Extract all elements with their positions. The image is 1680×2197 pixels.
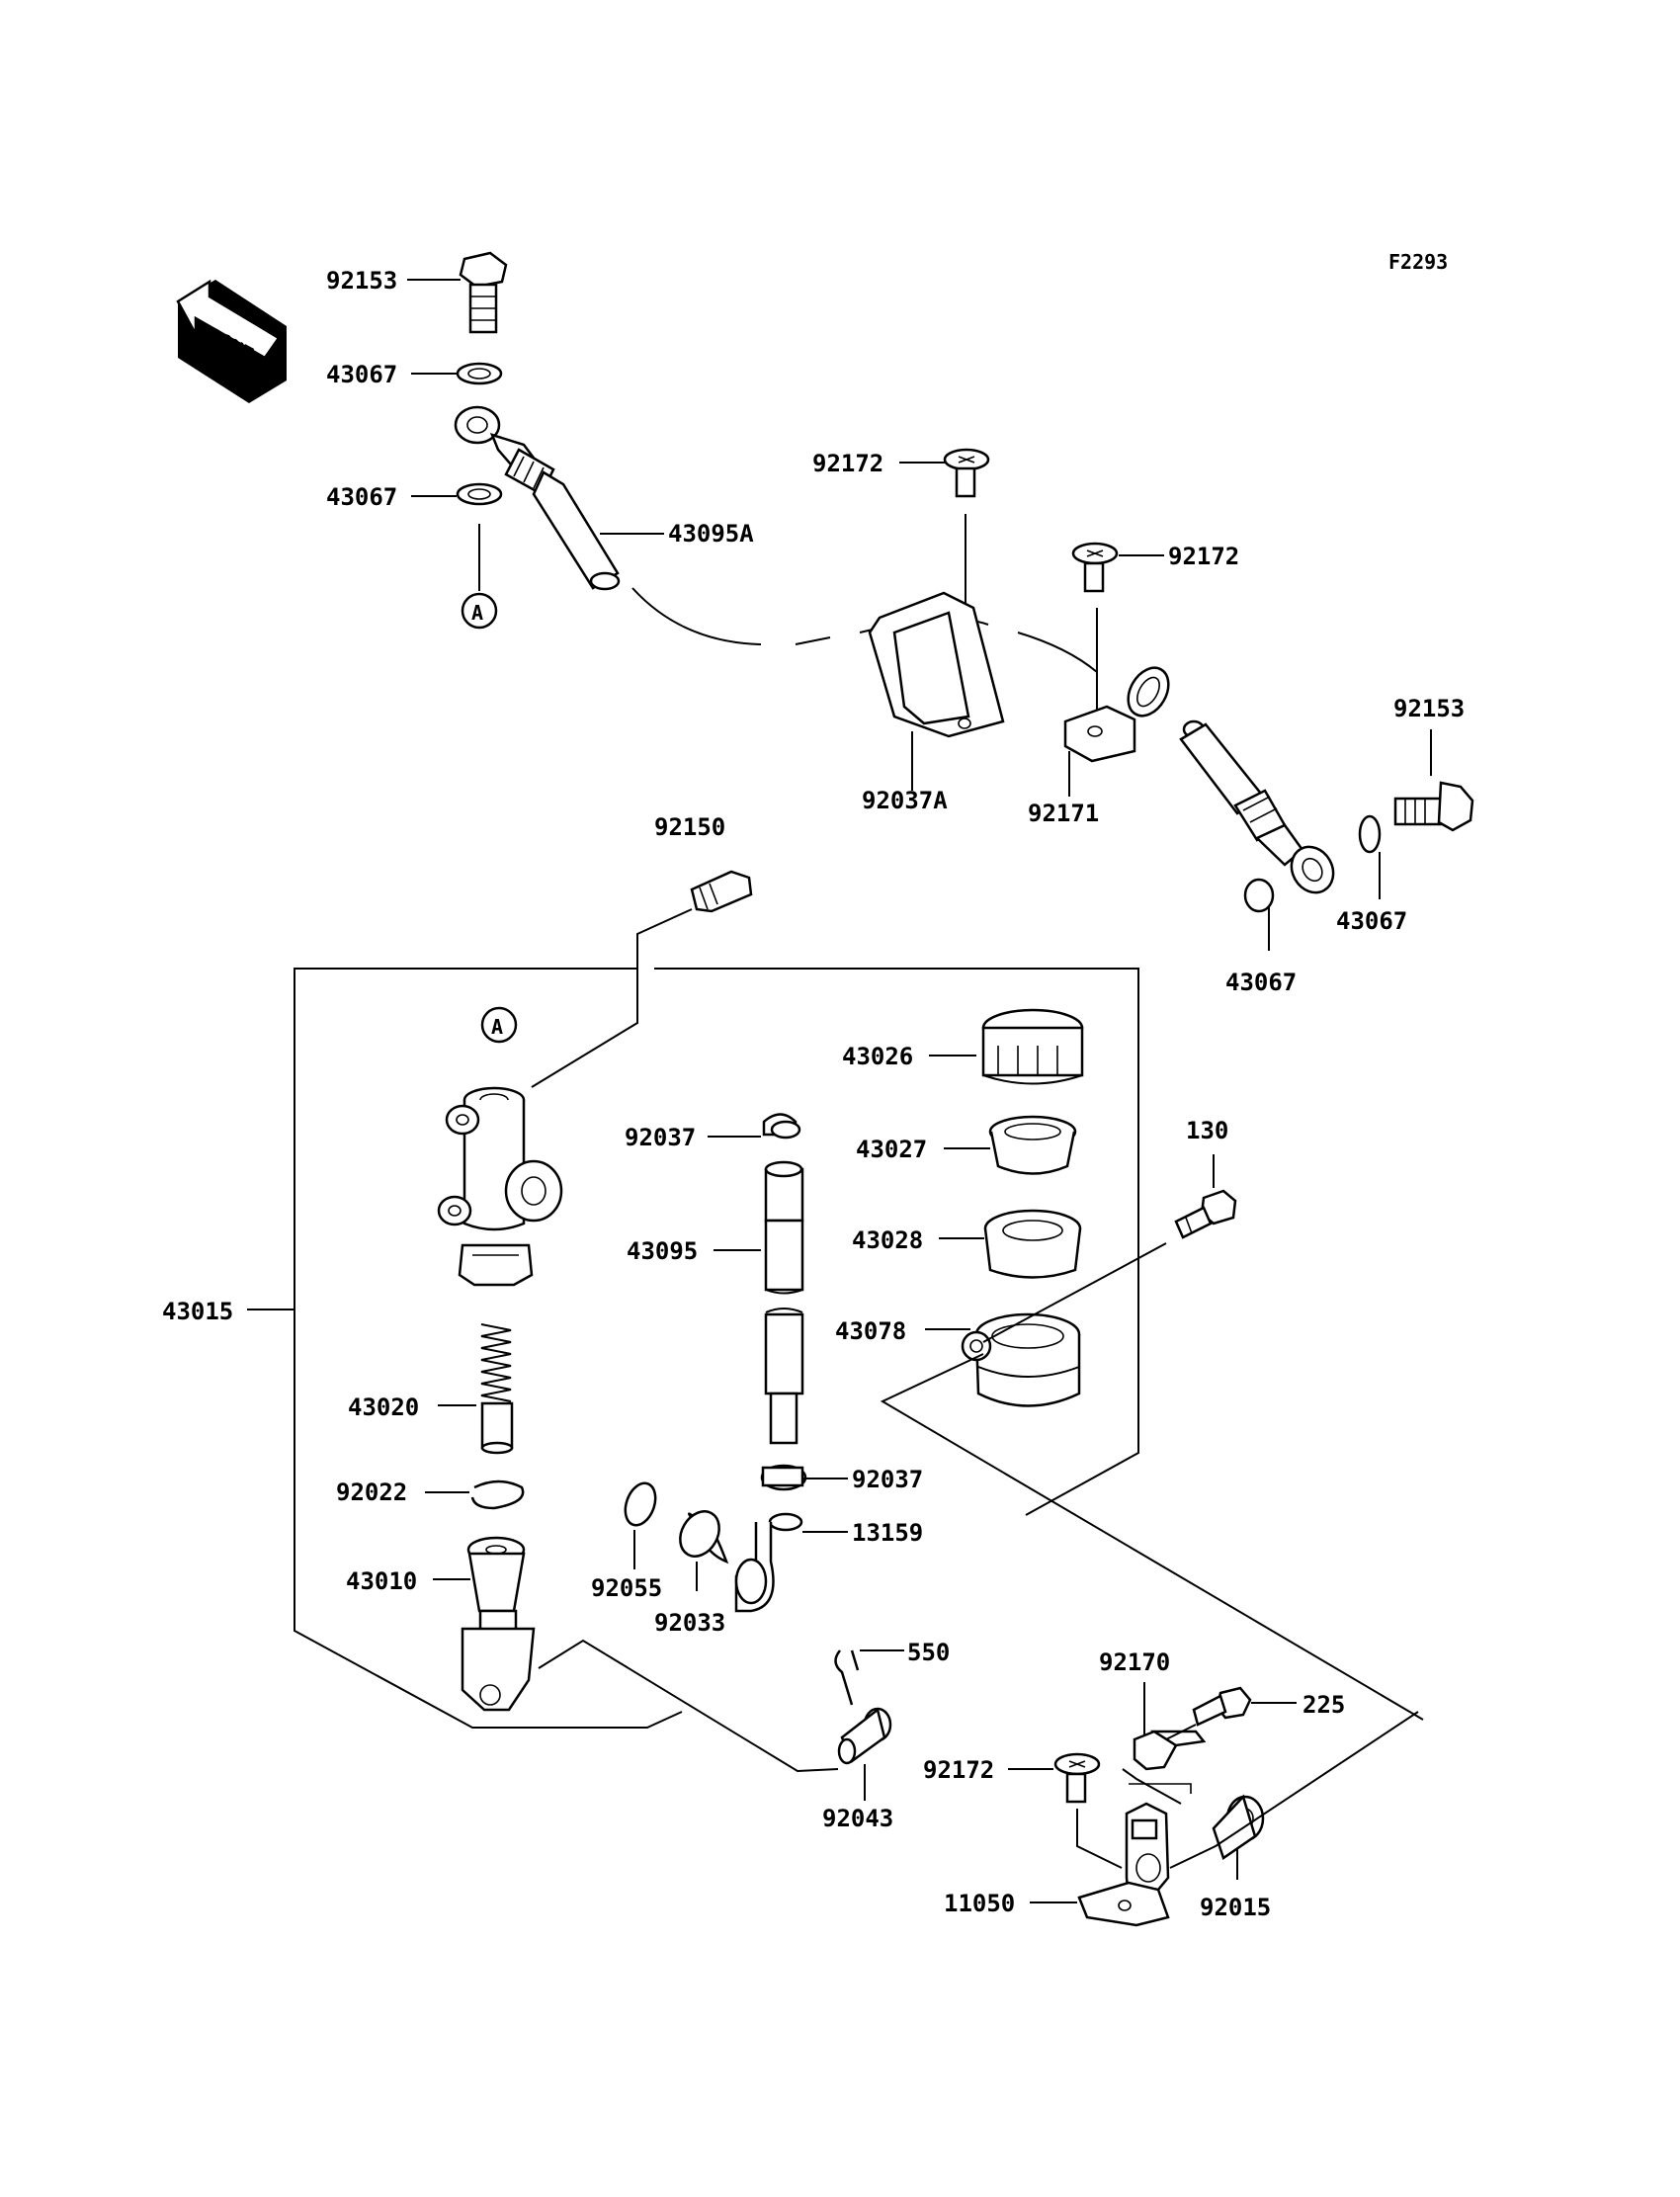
label-43020: 43020 (348, 1394, 419, 1421)
label-92015: 92015 (1200, 1894, 1271, 1921)
washer-43067-d (1243, 878, 1275, 913)
hose-clip-92037-b (760, 1464, 807, 1491)
ref-marker-a-body-label: A (491, 1015, 503, 1039)
push-rod-43010 (461, 1536, 536, 1712)
label-92172-c: 92172 (923, 1756, 994, 1784)
label-43028: 43028 (852, 1226, 923, 1254)
label-92033: 92033 (654, 1609, 725, 1637)
label-92150: 92150 (654, 813, 725, 841)
label-11050: 11050 (944, 1890, 1015, 1917)
screw-92172-b (1071, 542, 1119, 593)
label-130: 130 (1186, 1117, 1228, 1144)
ref-marker-a-top-label: A (471, 601, 483, 625)
clevis-pin-92043 (837, 1707, 892, 1765)
clamp-92171 (1063, 666, 1170, 763)
label-43010: 43010 (346, 1567, 417, 1595)
label-43067-c: 43067 (1336, 907, 1407, 935)
label-92043: 92043 (822, 1805, 893, 1832)
label-92172-a: 92172 (812, 450, 883, 477)
reservoir-43078 (961, 1312, 1081, 1407)
label-43078: 43078 (835, 1317, 906, 1345)
ref-marker-a-top (461, 592, 498, 630)
label-43095A: 43095A (668, 520, 754, 548)
washer-43067-c (1358, 814, 1382, 854)
o-ring-92055 (624, 1481, 657, 1527)
screw-92172-c (1053, 1752, 1101, 1804)
bolt-130 (1174, 1189, 1237, 1239)
label-92153-top: 92153 (326, 267, 397, 295)
banjo-bolt-top (459, 251, 508, 334)
label-92055: 92055 (591, 1574, 662, 1602)
master-cylinder-body (437, 1086, 563, 1287)
banjo-bolt-right (1393, 781, 1474, 832)
spring-43020 (480, 1323, 514, 1455)
front-arrow-icon: FRONT (176, 279, 287, 403)
label-43095: 43095 (627, 1237, 698, 1265)
cotter-pin-550 (834, 1649, 860, 1706)
label-92022: 92022 (336, 1479, 407, 1506)
label-43015: 43015 (162, 1298, 233, 1325)
collar-92015 (1212, 1794, 1265, 1860)
label-43027: 43027 (856, 1136, 927, 1163)
label-92153-right: 92153 (1393, 695, 1465, 722)
brake-hose-end-right (1179, 719, 1335, 894)
snap-ring-92022 (470, 1479, 525, 1510)
bracket-11050 (1077, 1783, 1192, 1927)
label-13159: 13159 (852, 1519, 923, 1547)
label-225: 225 (1302, 1691, 1345, 1719)
brake-hose-43095A (454, 405, 1098, 673)
ref-marker-a-body (480, 1006, 518, 1044)
label-92170: 92170 (1099, 1648, 1170, 1676)
hose-guard-92037A (868, 591, 1005, 738)
reservoir-cap-43026 (981, 1008, 1084, 1085)
label-92037-b: 92037 (852, 1466, 923, 1493)
label-43067-d: 43067 (1225, 969, 1297, 996)
screw-92172-a (943, 448, 990, 498)
label-92171: 92171 (1028, 800, 1099, 827)
label-43067-a: 43067 (326, 361, 397, 388)
diaphragm-plate-43027 (988, 1115, 1077, 1175)
washer-43067-b (456, 482, 503, 506)
bleeder-valve-92150 (690, 870, 753, 913)
label-550: 550 (907, 1639, 950, 1666)
bracket-92170 (1133, 1730, 1207, 1771)
label-92172-b: 92172 (1168, 543, 1239, 570)
reservoir-hose-43095 (762, 1113, 804, 1445)
diaphragm-43028 (983, 1209, 1082, 1279)
figure-code: F2293 (1388, 250, 1448, 274)
washer-43067-a (456, 362, 503, 385)
label-43026: 43026 (842, 1043, 913, 1070)
label-92037A: 92037A (862, 787, 948, 814)
elbow-fitting-13159 (734, 1512, 803, 1613)
bolt-225 (1192, 1686, 1252, 1727)
label-92037-a: 92037 (625, 1124, 696, 1151)
label-43067-b: 43067 (326, 483, 397, 511)
